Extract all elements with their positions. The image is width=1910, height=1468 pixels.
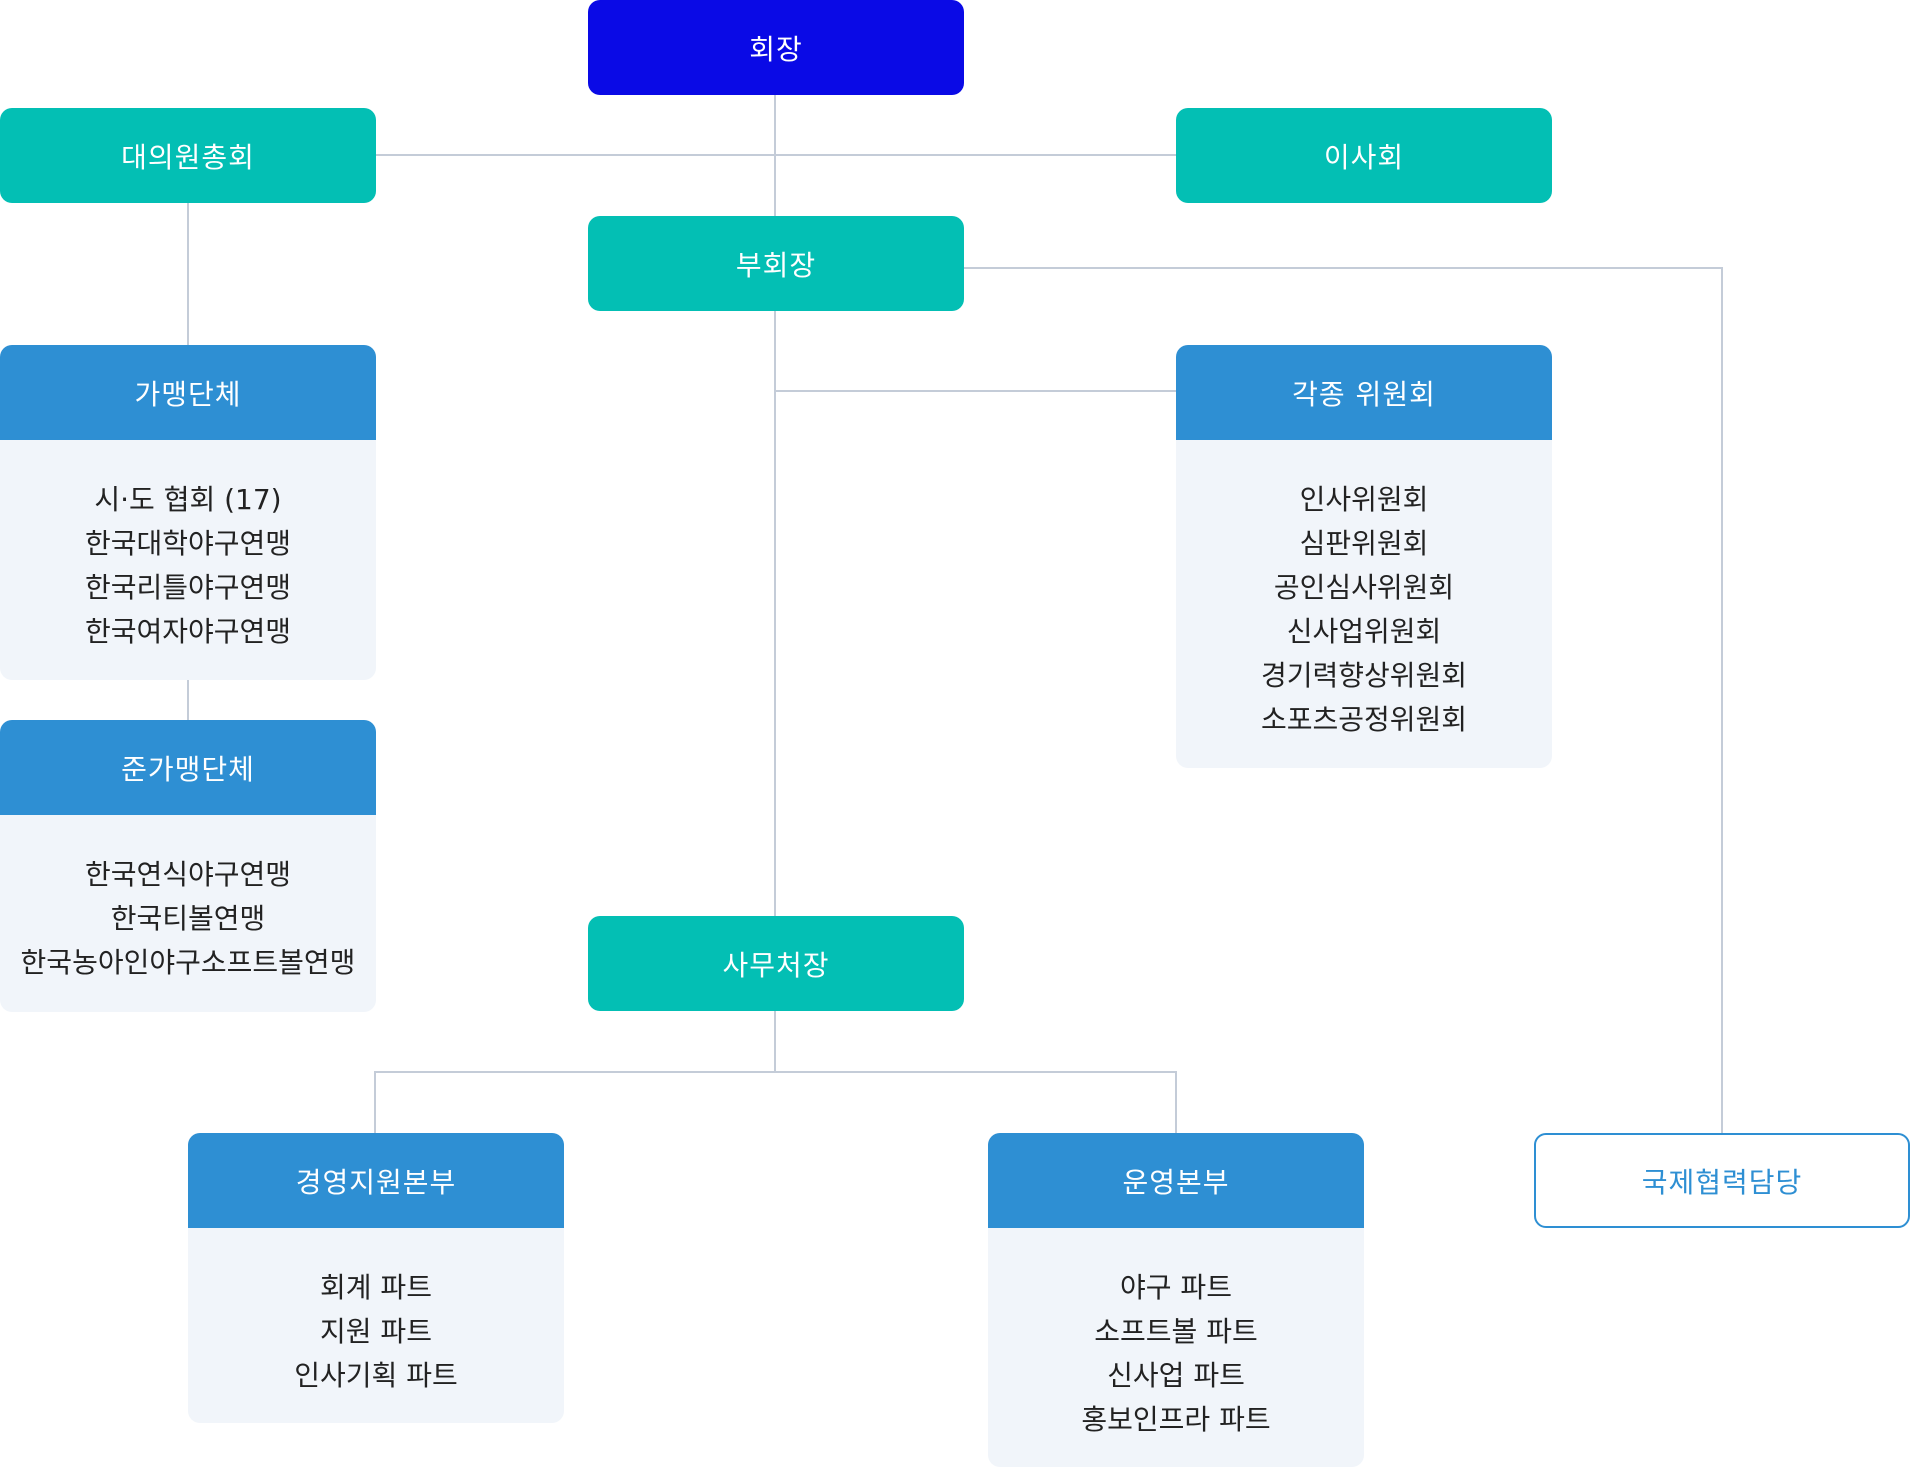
list-item: 홍보인프라 파트 [1081,1403,1271,1436]
list-item: 야구 파트 [1120,1271,1232,1304]
operations-title: 운영본부 [988,1133,1364,1228]
associate-orgs-list: 한국연식야구연맹 한국티볼연맹 한국농아인야구소프트볼연맹 [0,815,376,985]
list-item: 한국여자야구연맹 [84,615,292,648]
list-item: 한국리틀야구연맹 [84,571,292,604]
list-item: 한국연식야구연맹 [84,858,292,891]
associate-orgs-card: 준가맹단체 한국연식야구연맹 한국티볼연맹 한국농아인야구소프트볼연맹 [0,720,376,1012]
list-item: 공인심사위원회 [1273,571,1455,604]
list-item: 소프트볼 파트 [1094,1315,1258,1348]
list-item: 인사위원회 [1299,483,1429,516]
divisions-line [374,1071,1177,1133]
member-orgs-list: 시·도 협회 (17) 한국대학야구연맹 한국리틀야구연맹 한국여자야구연맹 [0,440,376,654]
list-item: 회계 파트 [320,1271,432,1304]
list-item: 한국티볼연맹 [110,902,266,935]
general-assembly-box: 대의원총회 [0,108,376,203]
mgmt-support-title: 경영지원본부 [188,1133,564,1228]
president-box: 회장 [588,0,964,95]
committees-title: 각종 위원회 [1176,345,1552,440]
mgmt-support-card: 경영지원본부 회계 파트 지원 파트 인사기획 파트 [188,1133,564,1423]
operations-card: 운영본부 야구 파트 소프트볼 파트 신사업 파트 홍보인프라 파트 [988,1133,1364,1467]
vice-international-line [963,267,1723,1133]
list-item: 심판위원회 [1299,527,1429,560]
list-item: 지원 파트 [320,1315,432,1348]
list-item: 신사업위원회 [1286,615,1442,648]
vice-president-box: 부회장 [588,216,964,311]
mgmt-support-list: 회계 파트 지원 파트 인사기획 파트 [188,1228,564,1398]
list-item: 인사기획 파트 [294,1359,458,1392]
operations-list: 야구 파트 소프트볼 파트 신사업 파트 홍보인프라 파트 [988,1228,1364,1442]
list-item: 한국대학야구연맹 [84,527,292,560]
member-orgs-title: 가맹단체 [0,345,376,440]
list-item: 신사업 파트 [1107,1359,1245,1392]
committees-list: 인사위원회 심판위원회 공인심사위원회 신사업위원회 경기력향상위원회 소포츠공… [1176,440,1552,742]
list-item: 경기력향상위원회 [1260,659,1468,692]
board-box: 이사회 [1176,108,1552,203]
list-item: 한국농아인야구소프트볼연맹 [20,946,356,979]
member-orgs-card: 가맹단체 시·도 협회 (17) 한국대학야구연맹 한국리틀야구연맹 한국여자야… [0,345,376,680]
international-cooperation-box: 국제협력담당 [1534,1133,1910,1228]
associate-orgs-title: 준가맹단체 [0,720,376,815]
list-item: 소포츠공정위원회 [1260,703,1468,736]
committees-card: 각종 위원회 인사위원회 심판위원회 공인심사위원회 신사업위원회 경기력향상위… [1176,345,1552,768]
list-item: 시·도 협회 (17) [94,483,282,516]
secretary-general-box: 사무처장 [588,916,964,1011]
